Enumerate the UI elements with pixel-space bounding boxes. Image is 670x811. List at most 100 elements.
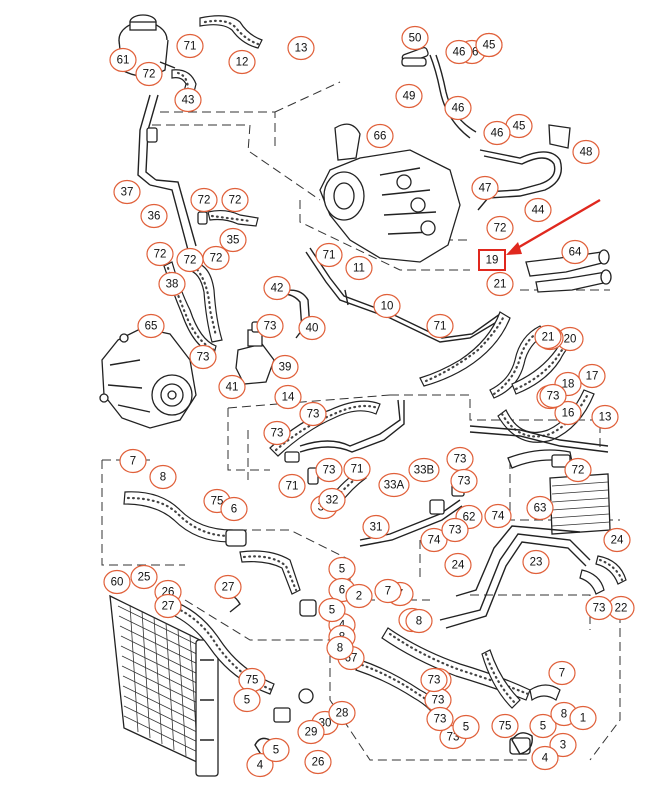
callout-24: 24 [444, 552, 472, 578]
callout-73: 73 [450, 468, 478, 494]
callout-label: 74 [492, 511, 505, 523]
callout-label: 7 [559, 668, 565, 680]
callout-circle [561, 239, 589, 265]
callout-circle [263, 275, 291, 301]
callout-63: 63 [526, 495, 554, 521]
callout-circle [366, 123, 394, 149]
callout-65: 65 [137, 313, 165, 339]
callout-circle [190, 187, 218, 213]
callout-38: 38 [158, 271, 186, 297]
callout-label: 6 [339, 585, 345, 597]
callout-circle [113, 179, 141, 205]
part-number-callouts: 6171121372435046454937366648357272447272… [103, 25, 635, 778]
callout-71: 71 [315, 242, 343, 268]
callout-circle [174, 87, 202, 113]
callout-circle [405, 608, 433, 634]
callout-3: 3 [549, 732, 577, 758]
callout-circle [271, 354, 299, 380]
callout-circle [318, 487, 346, 513]
callout-label: 66 [374, 131, 387, 143]
callout-label: 75 [499, 721, 512, 733]
callout-75: 75 [238, 667, 266, 693]
callout-circle [441, 517, 469, 543]
callout-label: 72 [154, 249, 167, 261]
callout-label: 73 [434, 714, 447, 726]
callout-4: 4 [246, 752, 274, 778]
callout-72: 72 [221, 187, 249, 213]
callout-73: 73 [585, 595, 613, 621]
callout-label: 10 [381, 301, 394, 313]
callout-33b: 33B [408, 457, 440, 483]
callout-circle [298, 315, 326, 341]
callout-highlight-box [478, 249, 506, 271]
callout-label: 33B [414, 465, 435, 477]
callout-label: 17 [586, 371, 599, 383]
callout-label: 2 [356, 591, 362, 603]
callout-72: 72 [135, 61, 163, 87]
turbocharger-manifold [319, 123, 461, 263]
callout-72: 72 [190, 187, 218, 213]
callout-label: 24 [452, 560, 465, 572]
callout-21: 21 [486, 271, 514, 297]
callout-13: 13 [287, 35, 315, 61]
callout-label: 44 [532, 205, 545, 217]
callout-label: 12 [236, 57, 249, 69]
callout-50: 50 [401, 25, 429, 51]
callout-label: 31 [370, 522, 383, 534]
callout-label: 20 [564, 334, 577, 346]
callout-label: 73 [593, 603, 606, 615]
heater-hoses-19-21 [419, 249, 612, 399]
callout-label: 18 [562, 379, 575, 391]
callout-label: 16 [562, 408, 575, 420]
callout-label: 47 [479, 183, 492, 195]
callout-label: 72 [494, 223, 507, 235]
callout-label: 46 [452, 103, 465, 115]
callout-circle [345, 583, 373, 609]
callout-5: 5 [452, 714, 480, 740]
callout-circle [408, 457, 440, 483]
callout-label: 25 [138, 572, 151, 584]
callout-circle [531, 745, 559, 771]
callout-circle [256, 313, 284, 339]
callout-circle [315, 242, 343, 268]
callout-label: 6 [231, 504, 237, 516]
callout-circle [262, 737, 290, 763]
callout-circle [603, 527, 631, 553]
callout-circle [137, 313, 165, 339]
callout-17: 17 [578, 363, 606, 389]
callout-1: 1 [569, 705, 597, 731]
callout-42: 42 [263, 275, 291, 301]
callout-circle [554, 400, 582, 426]
callout-label: 27 [162, 601, 175, 613]
callout-label: 22 [615, 603, 628, 615]
callout-28: 28 [328, 700, 356, 726]
callout-label: 50 [409, 33, 422, 45]
callout-label: 28 [336, 708, 349, 720]
callout-label: 37 [121, 187, 134, 199]
callout-circle [362, 514, 390, 540]
callout-circle [328, 700, 356, 726]
callout-5: 5 [529, 713, 557, 739]
callout-72: 72 [202, 245, 230, 271]
callout-45: 45 [475, 32, 503, 58]
callout-label: 33A [384, 480, 405, 492]
callout-label: 23 [530, 557, 543, 569]
callout-circle [486, 271, 514, 297]
callout-circle [572, 139, 600, 165]
callout-label: 4 [257, 760, 264, 772]
callout-label: 13 [599, 412, 612, 424]
callout-label: 8 [160, 472, 166, 484]
callout-label: 73 [547, 391, 560, 403]
callout-circle [318, 597, 346, 623]
callout-71: 71 [426, 313, 454, 339]
callout-73: 73 [299, 401, 327, 427]
callout-circle [534, 324, 562, 350]
callout-circle [491, 713, 519, 739]
callout-8: 8 [405, 608, 433, 634]
callout-11: 11 [345, 255, 373, 281]
callout-circle [475, 32, 503, 58]
callout-label: 72 [210, 253, 223, 265]
callout-35: 35 [219, 227, 247, 253]
callout-74: 74 [420, 527, 448, 553]
callout-label: 73 [432, 695, 445, 707]
